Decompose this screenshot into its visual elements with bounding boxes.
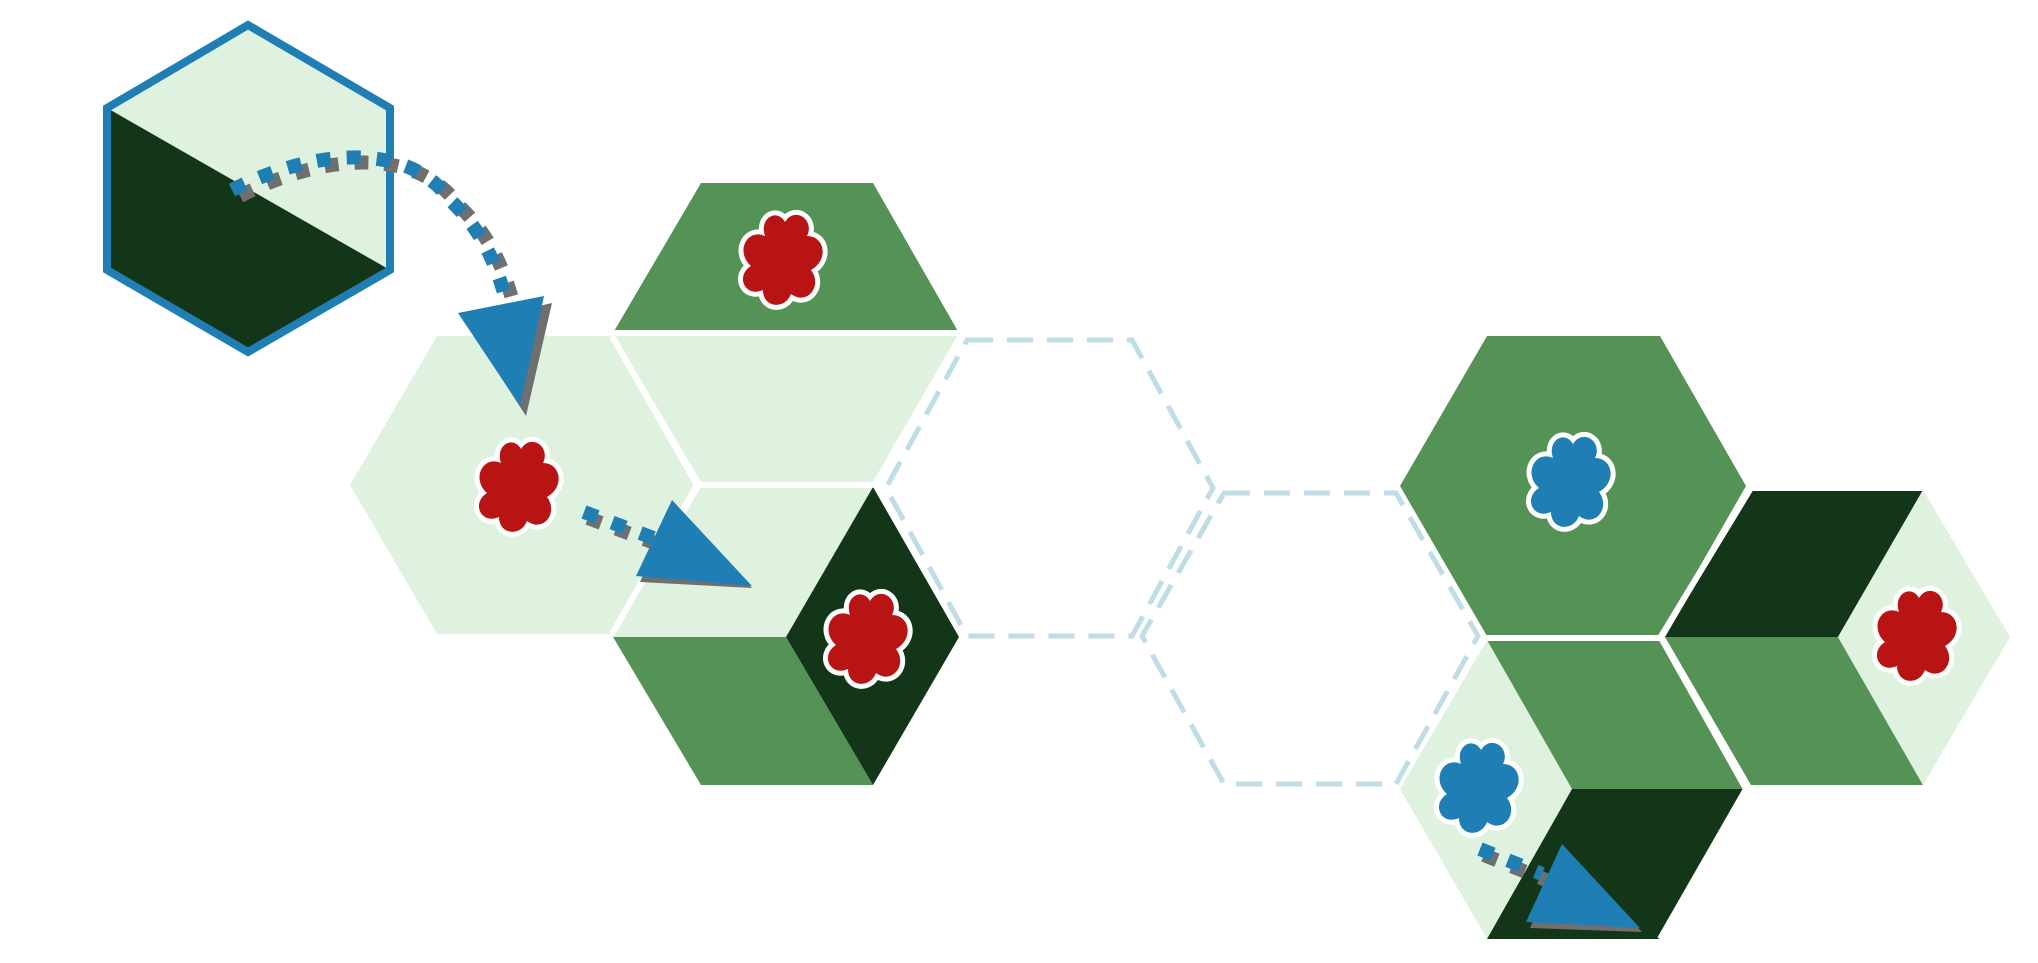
move-arrow-2 [581, 500, 752, 588]
placed-group-left [350, 183, 959, 785]
selected-hex-tile[interactable] [103, 20, 394, 357]
move-arrow-1 [228, 150, 552, 416]
empty-slot-upper[interactable] [883, 337, 1216, 639]
move-arrow-3 [1477, 842, 1642, 932]
empty-slot-lower[interactable] [1139, 490, 1481, 787]
